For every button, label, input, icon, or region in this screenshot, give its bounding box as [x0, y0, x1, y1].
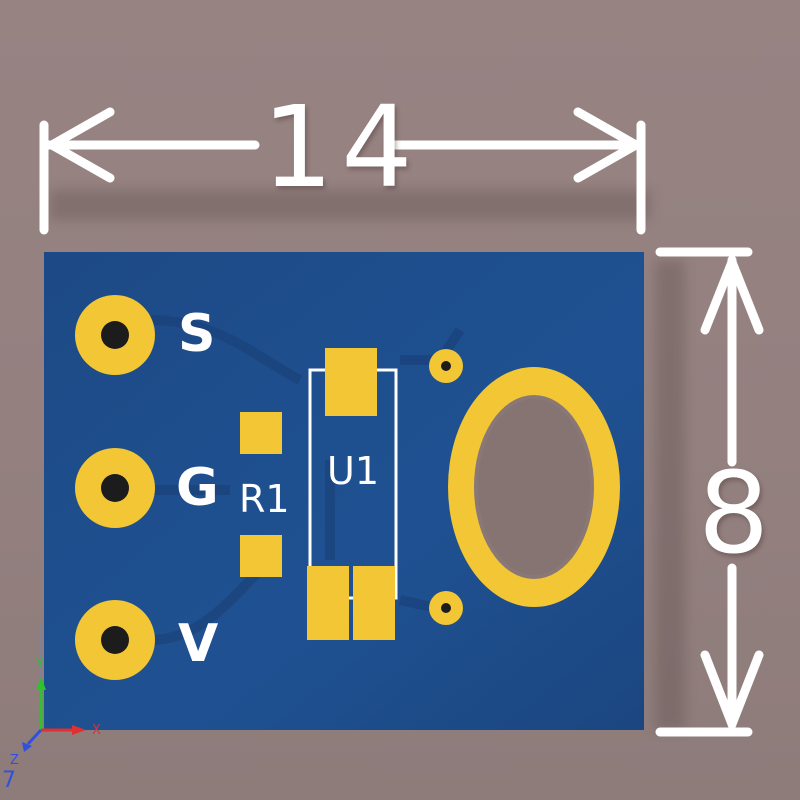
z-axis-arrow: [22, 742, 32, 752]
r1-pad-bottom[interactable]: [240, 535, 282, 577]
via-bottom[interactable]: [429, 591, 463, 625]
z-axis-line: [26, 728, 43, 746]
axis-label-z: Z: [10, 753, 19, 768]
pin-label-s: S: [178, 304, 216, 364]
resistor-reference: R1: [239, 477, 290, 521]
axis-label-y: Y: [36, 657, 44, 672]
dimension-height: [655, 247, 764, 737]
dimension-height-label: 8: [698, 449, 770, 579]
corner-glyph: 7: [2, 768, 16, 793]
axis-label-x: X: [92, 723, 101, 738]
axis-indicator: [22, 626, 86, 752]
header-pin-g[interactable]: [75, 448, 155, 528]
header-pin-s[interactable]: [75, 295, 155, 375]
u1-pad-bottom-right[interactable]: [353, 566, 395, 640]
mounting-hole[interactable]: [448, 367, 620, 607]
dimension-shadow: [50, 190, 685, 730]
chip-reference: U1: [327, 449, 379, 493]
header-pin-v[interactable]: [75, 600, 155, 680]
dimension-width: [39, 107, 646, 235]
u1-pad-bottom-left[interactable]: [307, 566, 349, 640]
pin-label-v: V: [178, 614, 219, 674]
x-axis-arrow: [72, 725, 86, 735]
u1-pad-top[interactable]: [325, 348, 377, 416]
pin-label-g: G: [176, 458, 219, 518]
y-axis-arrow: [36, 676, 46, 690]
via-top[interactable]: [429, 349, 463, 383]
dimension-width-label: 14: [262, 83, 421, 213]
r1-pad-top[interactable]: [240, 412, 282, 454]
